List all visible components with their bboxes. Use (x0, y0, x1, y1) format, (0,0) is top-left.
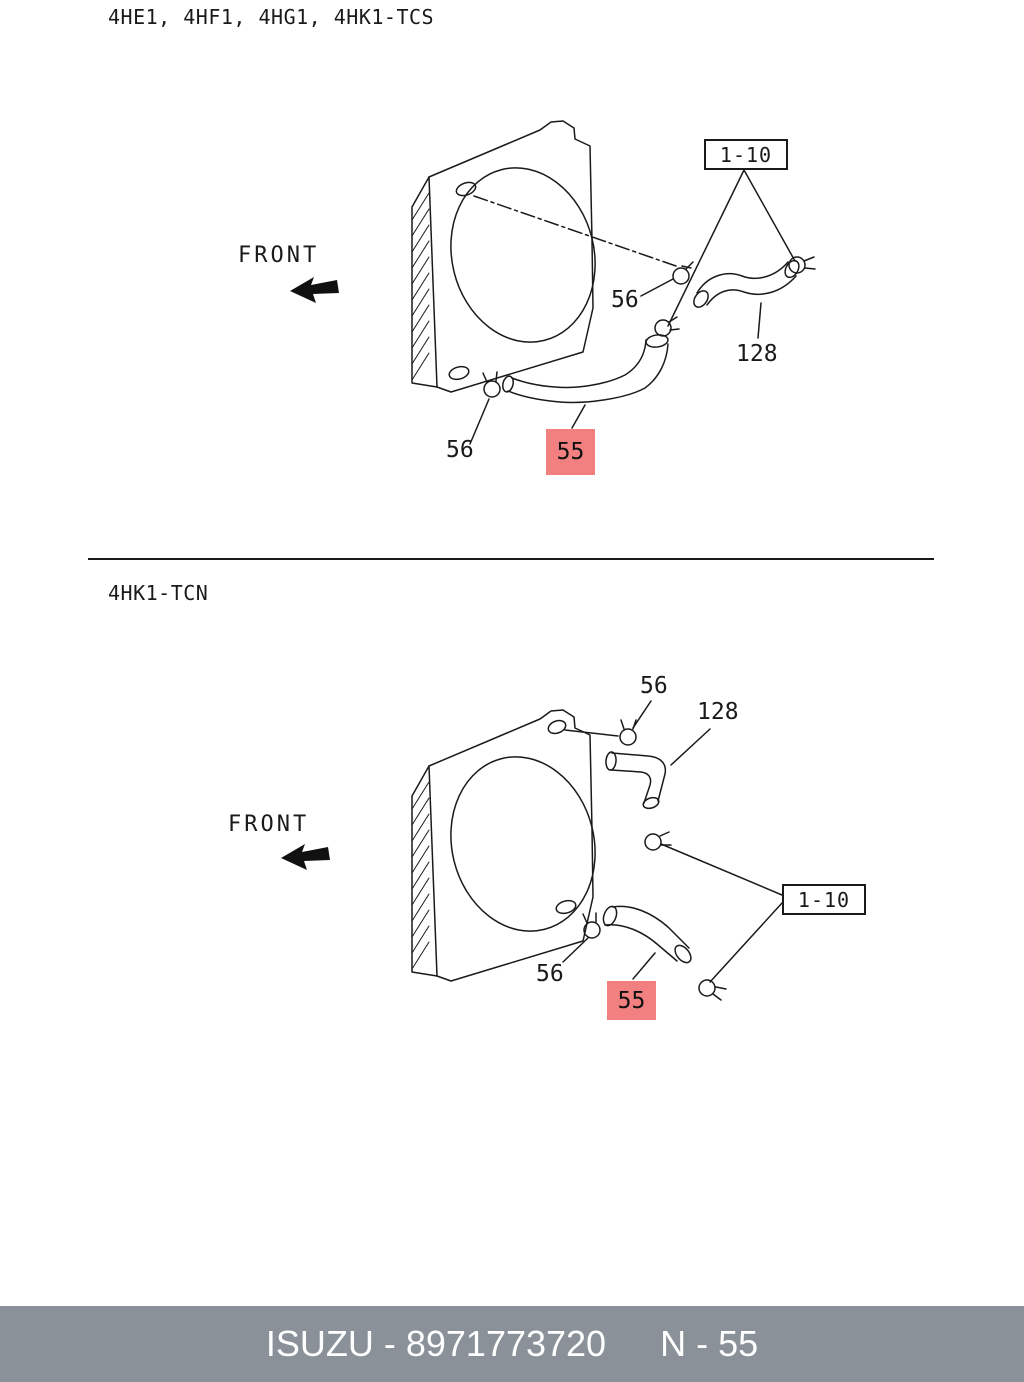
callout-hose-128: 128 (697, 699, 739, 725)
front-arrow-icon (290, 277, 339, 303)
hose-128-illustration (693, 259, 800, 308)
ref-box-1-10[interactable]: 1-10 (782, 884, 866, 915)
diagram-section-4hk1-tcn: 4HK1-TCN 56 128 FRONT 1-10 56 55 (0, 561, 1024, 1305)
hose-clamp-icon (644, 831, 672, 851)
diagram-art-bottom (281, 700, 783, 1001)
callout-hose-128: 128 (736, 341, 778, 367)
footer-part-number: ISUZU - 8971773720 (265, 1323, 607, 1364)
hose-55-illustration (602, 905, 692, 964)
section-divider (88, 558, 934, 560)
hose-clamp-icon (698, 979, 727, 1001)
section-title: 4HK1-TCN (108, 581, 209, 605)
hose-128-illustration (605, 751, 667, 810)
footer-bar: ISUZU - 8971773720 N - 55 (0, 1306, 1024, 1382)
hose-55-illustration (502, 334, 669, 404)
callout-clamp-lower: 56 (446, 437, 474, 463)
hose-clamp-icon (619, 719, 637, 746)
radiator-illustration (411, 120, 596, 393)
highlighted-part-55[interactable]: 55 (607, 981, 656, 1020)
hose-clamp-icon (654, 316, 680, 337)
diagram-section-4he1-tcs: 4HE1, 4HF1, 4HG1, 4HK1-TCS FRONT 1-10 56… (0, 0, 1024, 559)
callout-clamp-upper: 56 (611, 287, 639, 313)
front-arrow-icon (281, 844, 330, 870)
front-label: FRONT (228, 812, 310, 837)
callout-clamp-upper: 56 (640, 673, 668, 699)
hose-clamp-icon (582, 912, 601, 939)
hose-clamp-icon (482, 371, 501, 398)
hose-clamp-icon (788, 256, 816, 274)
section-title: 4HE1, 4HF1, 4HG1, 4HK1-TCS (108, 5, 435, 29)
ref-box-1-10[interactable]: 1-10 (704, 139, 788, 170)
diagram-art-top (290, 120, 816, 445)
leader-lines (469, 169, 796, 445)
radiator-illustration (411, 709, 596, 982)
front-label: FRONT (238, 243, 320, 268)
footer-page-ref: N - 55 (660, 1323, 759, 1364)
highlighted-part-55[interactable]: 55 (546, 429, 595, 475)
hose-clamp-icon (672, 261, 694, 285)
centerline (473, 195, 677, 267)
callout-clamp-lower: 56 (536, 961, 564, 987)
leader-lines (562, 700, 783, 983)
